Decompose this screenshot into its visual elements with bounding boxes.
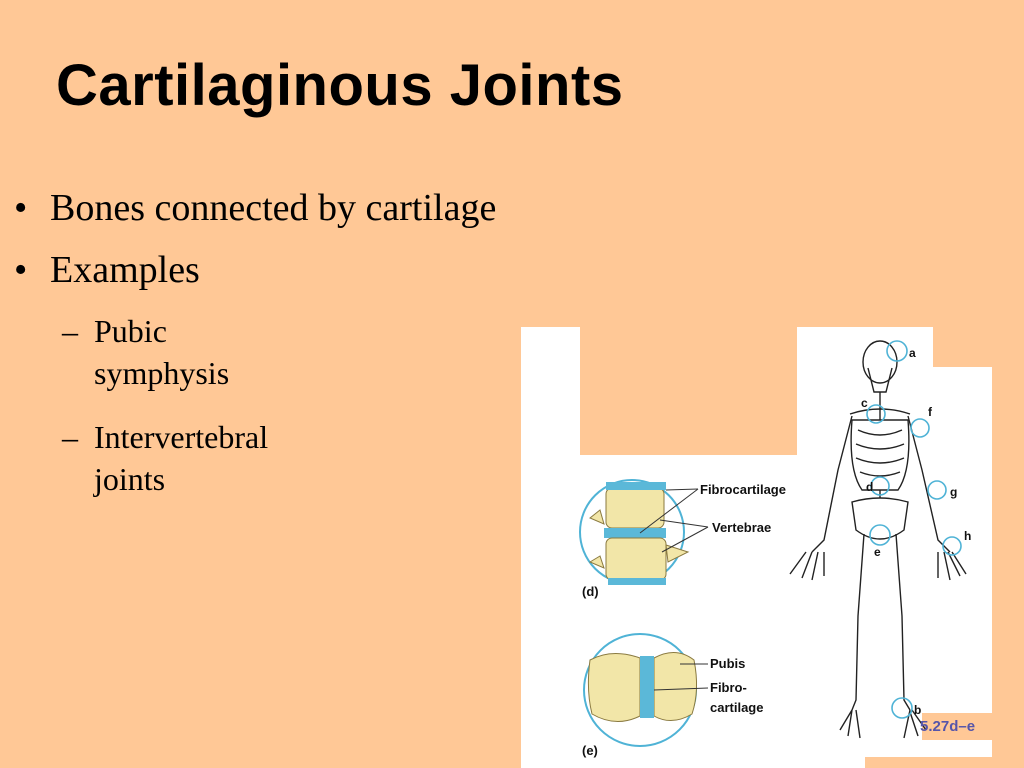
panel-e-illustration — [583, 633, 709, 747]
sub-bullet-line: joints — [94, 461, 166, 497]
label-cartilage: cartilage — [710, 700, 763, 715]
bullet-dot: • — [14, 249, 28, 291]
label-fibrocartilage: Fibrocartilage — [700, 482, 786, 497]
sub-bullet-dash: – — [62, 313, 78, 349]
panel-d-illustration — [579, 479, 709, 585]
sub-bullet-text: Intervertebral joints — [94, 416, 334, 500]
sub-bullet-text: Pubic symphysis — [94, 310, 334, 394]
joint-letter: e — [874, 545, 881, 559]
label-pubis: Pubis — [710, 656, 745, 671]
label-fibro: Fibro- — [710, 680, 747, 695]
sub-bullet-line: Intervertebral — [94, 419, 269, 455]
skeleton-illustration — [789, 340, 967, 739]
bullet-text: Examples — [50, 249, 200, 291]
figure-code: 5.27d–e — [920, 718, 975, 735]
bullet-dot: • — [14, 187, 28, 229]
bullet-text: Bones connected by cartilage — [50, 187, 497, 229]
sub-bullet-line: symphysis — [94, 355, 230, 391]
panel-d-label: (d) — [582, 584, 599, 599]
joint-letter: d — [866, 480, 873, 494]
joint-letter: a — [909, 346, 916, 360]
joint-letter: h — [964, 529, 971, 543]
joint-letter: b — [914, 703, 921, 717]
label-vertebrae: Vertebrae — [712, 520, 771, 535]
sub-bullet-line: Pubic — [94, 313, 167, 349]
joint-letter: g — [950, 485, 957, 499]
slide-title: Cartilaginous Joints — [56, 53, 624, 118]
panel-e-label: (e) — [582, 743, 598, 758]
joint-letter: f — [928, 405, 933, 419]
joint-markers — [866, 340, 962, 719]
joint-letter: c — [861, 396, 868, 410]
sub-bullet-dash: – — [62, 419, 78, 455]
